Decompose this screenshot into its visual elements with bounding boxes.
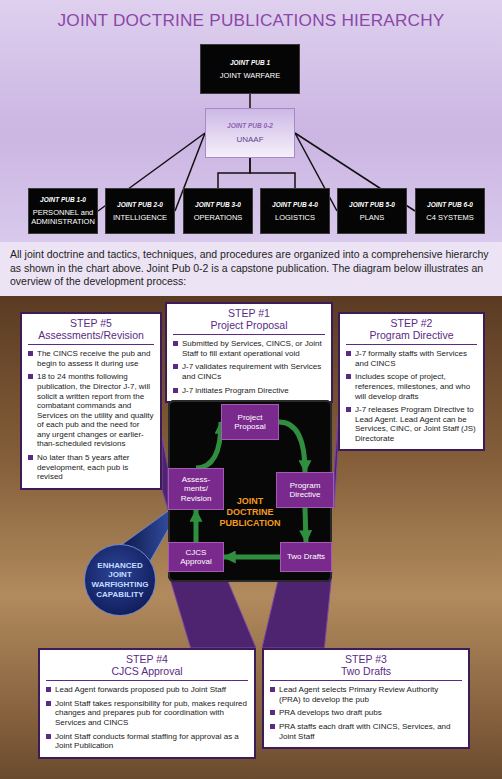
process-label: CJCS Approval [171,548,221,566]
publication-box: JOINT PUB 4-0LOGISTICS [260,188,330,234]
step-callout: STEP #5Assessments/RevisionThe CINCS rec… [20,312,162,490]
step-callout: STEP #3Two DraftsLead Agent selects Prim… [262,648,470,749]
step-bullet: J-7 initiates Program Directive [173,386,325,396]
step-callout: STEP #1Project ProposalSubmitted by Serv… [165,302,333,403]
intro-note: All joint doctrine and tactics, techniqu… [10,248,492,289]
process-box: Assess- ments/ Revision [168,468,224,510]
step-bullet: J-7 formally staffs with Services and CI… [346,349,477,368]
process-label: Project Proposal [224,413,276,431]
capstone-box: JOINT PUB 0-2UNAAF [205,108,295,158]
cycle-arrow [194,510,199,542]
pub-title: C4 SYSTEMS [426,213,474,222]
pub-title: UNAAF [236,135,263,144]
hierarchy-line [249,94,251,108]
pub-title: PLANS [360,213,385,222]
cycle-arrow [224,555,280,560]
step-number: STEP #1 [173,307,325,319]
step-callout: STEP #2Program DirectiveJ-7 formally sta… [338,312,485,451]
step-title: Program Directive [346,329,477,345]
step-number: STEP #2 [346,317,477,329]
callout-wedge [168,572,256,648]
step-bullet: PRA develops two draft pubs [270,708,462,718]
publication-box: JOINT PUB 1-0PERSONNEL and ADMINISTRATIO… [28,188,98,234]
process-label: Assess- ments/ Revision [171,475,221,503]
step-bullet: Joint Staff conducts formal staffing for… [46,732,248,751]
center-label: JOINT DOCTRINE PUBLICATION [216,496,284,528]
process-label: Program Directive [279,481,331,499]
step-bullet: PRA staffs each draft with CINCS, Servic… [270,722,462,741]
process-box: Project Proposal [221,404,279,440]
pub-title: LOGISTICS [275,213,315,222]
publication-box: JOINT PUB 6-0 C4 SYSTEMS [415,188,485,234]
step-title: CJCS Approval [46,665,248,681]
process-label: Two Drafts [287,552,325,561]
process-box: Two Drafts [280,542,332,572]
pub-number: JOINT PUB 1 [230,59,270,66]
pub-number: JOINT PUB 5-0 [349,201,395,208]
publication-box: JOINT PUB 1 JOINT WARFARE [200,44,300,94]
step-callout: STEP #4CJCS ApprovalLead Agent forwards … [38,648,256,759]
diagram-title: JOINT DOCTRINE PUBLICATIONS HIERARCHY [0,10,502,31]
publication-box: JOINT PUB 3-0OPERATIONS [183,188,253,234]
pub-title: OPERATIONS [194,213,243,222]
cycle-arrow [279,422,305,472]
hierarchy-line [250,158,295,188]
pub-number: JOINT PUB 2-0 [117,201,163,208]
step-number: STEP #5 [28,317,154,329]
step-bullet: J-7 validates requirement with Services … [173,362,325,381]
pub-number: JOINT PUB 3-0 [195,201,241,208]
step-bullet: Includes scope of project, references, m… [346,372,477,401]
step-title: Assessments/Revision [28,329,154,345]
capability-label: ENHANCED JOINT WARFIGHTING CAPABILITY [90,561,150,599]
publication-box: JOINT PUB 5-0PLANS [337,188,407,234]
cycle-arrow [196,422,221,468]
publication-box: JOINT PUB 2-0INTELLIGENCE [105,188,175,234]
cycle-arrow [305,508,306,542]
step-bullet: J-7 releases Program Directive to Lead A… [346,405,477,443]
step-bullet: No later than 5 years after development,… [28,453,154,482]
pub-number: JOINT PUB 4-0 [272,201,318,208]
capability-circle: ENHANCED JOINT WARFIGHTING CAPABILITY [84,544,156,616]
callout-wedge [262,572,332,648]
step-title: Project Proposal [173,319,325,335]
process-box: Program Directive [276,472,334,508]
step-bullet: Joint Staff takes responsibility for pub… [46,699,248,728]
step-bullet: Lead Agent selects Primary Review Author… [270,685,462,704]
process-panel: JOINT DOCTRINE PUBLICATION Project Propos… [168,400,332,582]
hierarchy-line [218,158,250,188]
pub-title: JOINT WARFARE [220,71,280,80]
pub-number: JOINT PUB 0-2 [227,122,273,129]
step-bullet: 18 to 24 months following publication, t… [28,372,154,449]
step-number: STEP #4 [46,653,248,665]
pub-number: JOINT PUB 1-0 [40,196,86,203]
pub-number: JOINT PUB 6-0 [427,201,473,208]
pub-title: INTELLIGENCE [113,213,167,222]
step-title: Two Drafts [270,665,462,681]
step-bullet: Lead Agent forwards proposed pub to Join… [46,685,248,695]
pub-title: PERSONNEL and ADMINISTRATION [31,208,95,226]
process-box: CJCS Approval [168,542,224,572]
step-bullet: Submitted by Services, CINCS, or Joint S… [173,339,325,358]
step-bullet: The CINCS receive the pub and begin to a… [28,349,154,368]
step-number: STEP #3 [270,653,462,665]
